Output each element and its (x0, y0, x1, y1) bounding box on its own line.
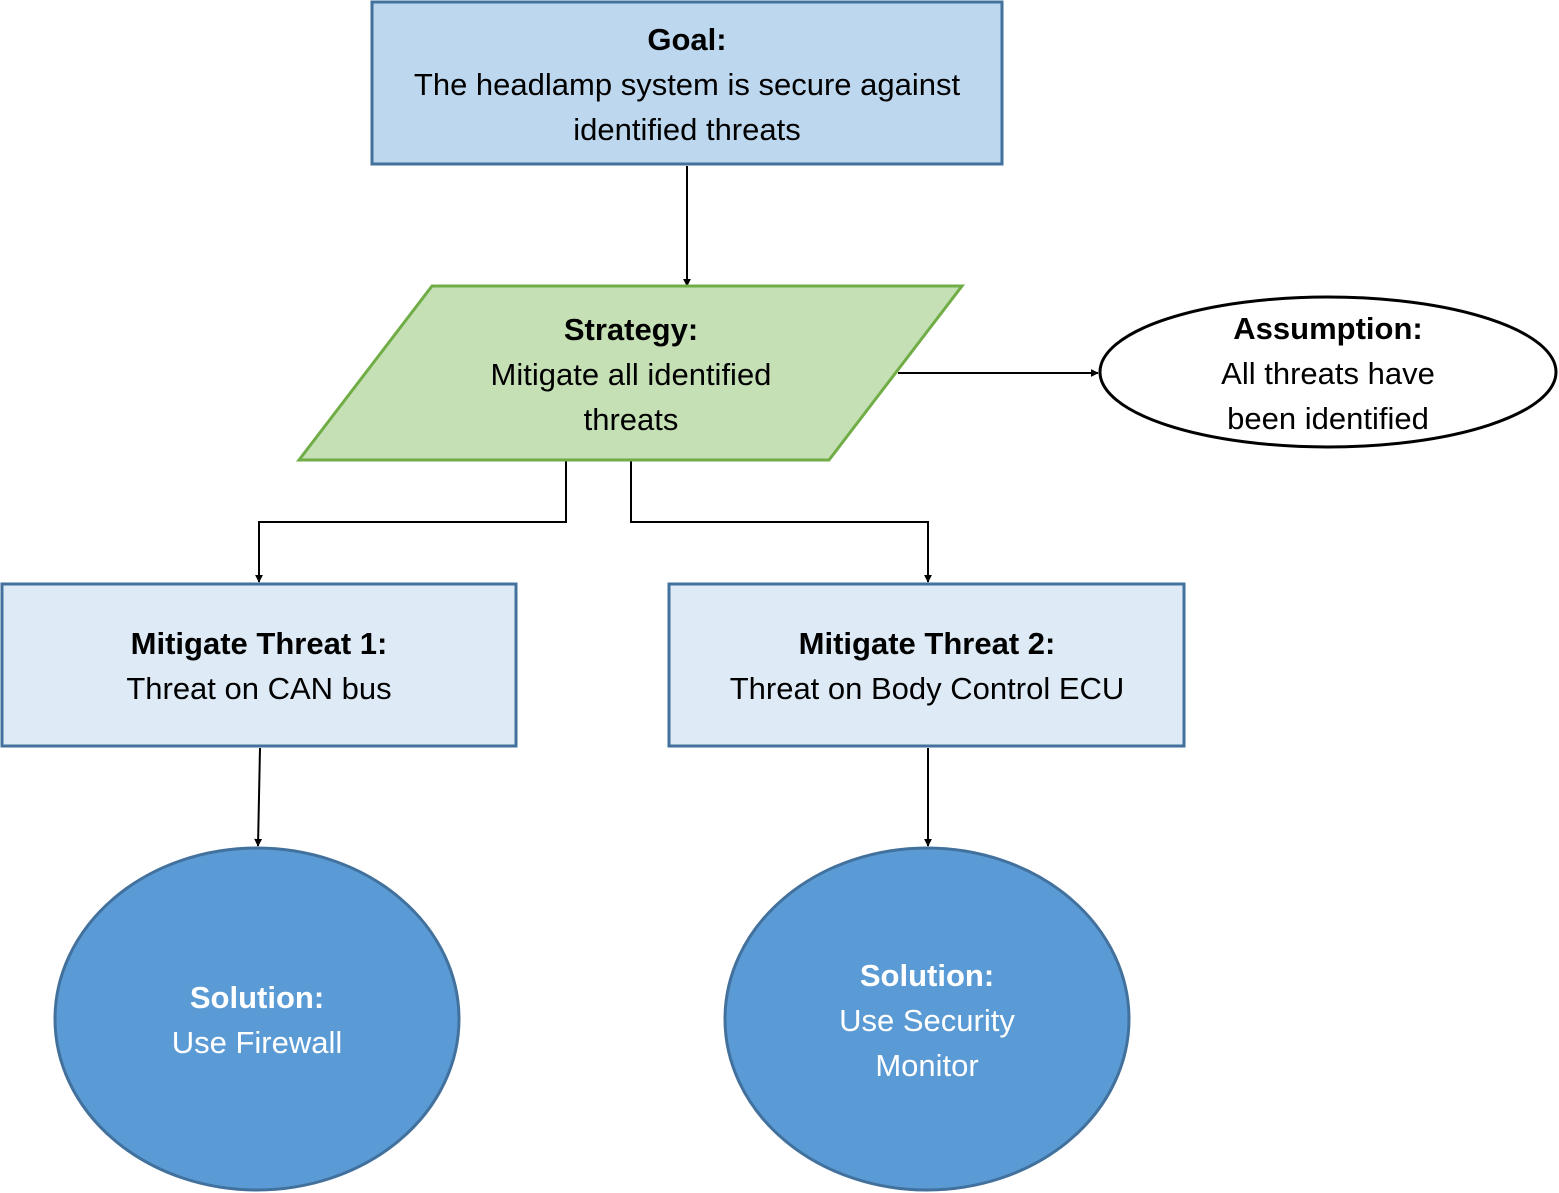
threat1-box (0, 582, 518, 748)
goal-text-line-1: The headlamp system is secure against (414, 67, 961, 102)
solution2-text-line-2: Monitor (875, 1048, 978, 1083)
strategy-title: Strategy: (564, 312, 698, 347)
strategy-text-line-2: threats (584, 402, 679, 437)
threat1-title: Mitigate Threat 1: (131, 626, 388, 661)
strategy-parallelogram (295, 284, 966, 462)
assumption-title: Assumption: (1233, 311, 1422, 346)
goal-box (370, 0, 1004, 166)
solution1-title: Solution: (190, 980, 324, 1015)
assumption-ellipse (1098, 295, 1558, 449)
threat2-title: Mitigate Threat 2: (799, 626, 1056, 661)
goal-title: Goal: (647, 22, 726, 57)
goal-node: Goal: The headlamp system is secure agai… (370, 0, 1004, 166)
connectors (254, 166, 1099, 847)
solution2-node: Solution: Use Security Monitor (723, 846, 1131, 1192)
threat1-node: Mitigate Threat 1: Threat on CAN bus (0, 582, 518, 748)
strategy-text-line-1: Mitigate all identified (491, 357, 772, 392)
assumption-text-line-1: All threats have (1221, 356, 1435, 391)
connector-strategy-to-threat2 (630, 461, 932, 583)
threat2-node: Mitigate Threat 2: Threat on Body Contro… (667, 582, 1186, 748)
solution2-ellipse (723, 846, 1131, 1192)
solution1-ellipse (53, 846, 461, 1192)
assumption-node: Assumption: All threats have been identi… (1098, 295, 1558, 449)
strategy-node: Strategy: Mitigate all identified threat… (295, 284, 966, 462)
threat1-text-line-1: Threat on CAN bus (126, 671, 391, 706)
goal-text-line-2: identified threats (573, 112, 800, 147)
solution2-text-line-1: Use Security (839, 1003, 1015, 1038)
connector-threat1-to-solution1 (254, 747, 263, 847)
threat2-box (667, 582, 1186, 748)
threat2-text-line-1: Threat on Body Control ECU (730, 671, 1125, 706)
solution1-node: Solution: Use Firewall (53, 846, 461, 1192)
solution1-text-line-1: Use Firewall (172, 1025, 343, 1060)
solution2-title: Solution: (860, 958, 994, 993)
connector-strategy-to-threat1 (255, 461, 567, 583)
assumption-text-line-2: been identified (1227, 401, 1429, 436)
